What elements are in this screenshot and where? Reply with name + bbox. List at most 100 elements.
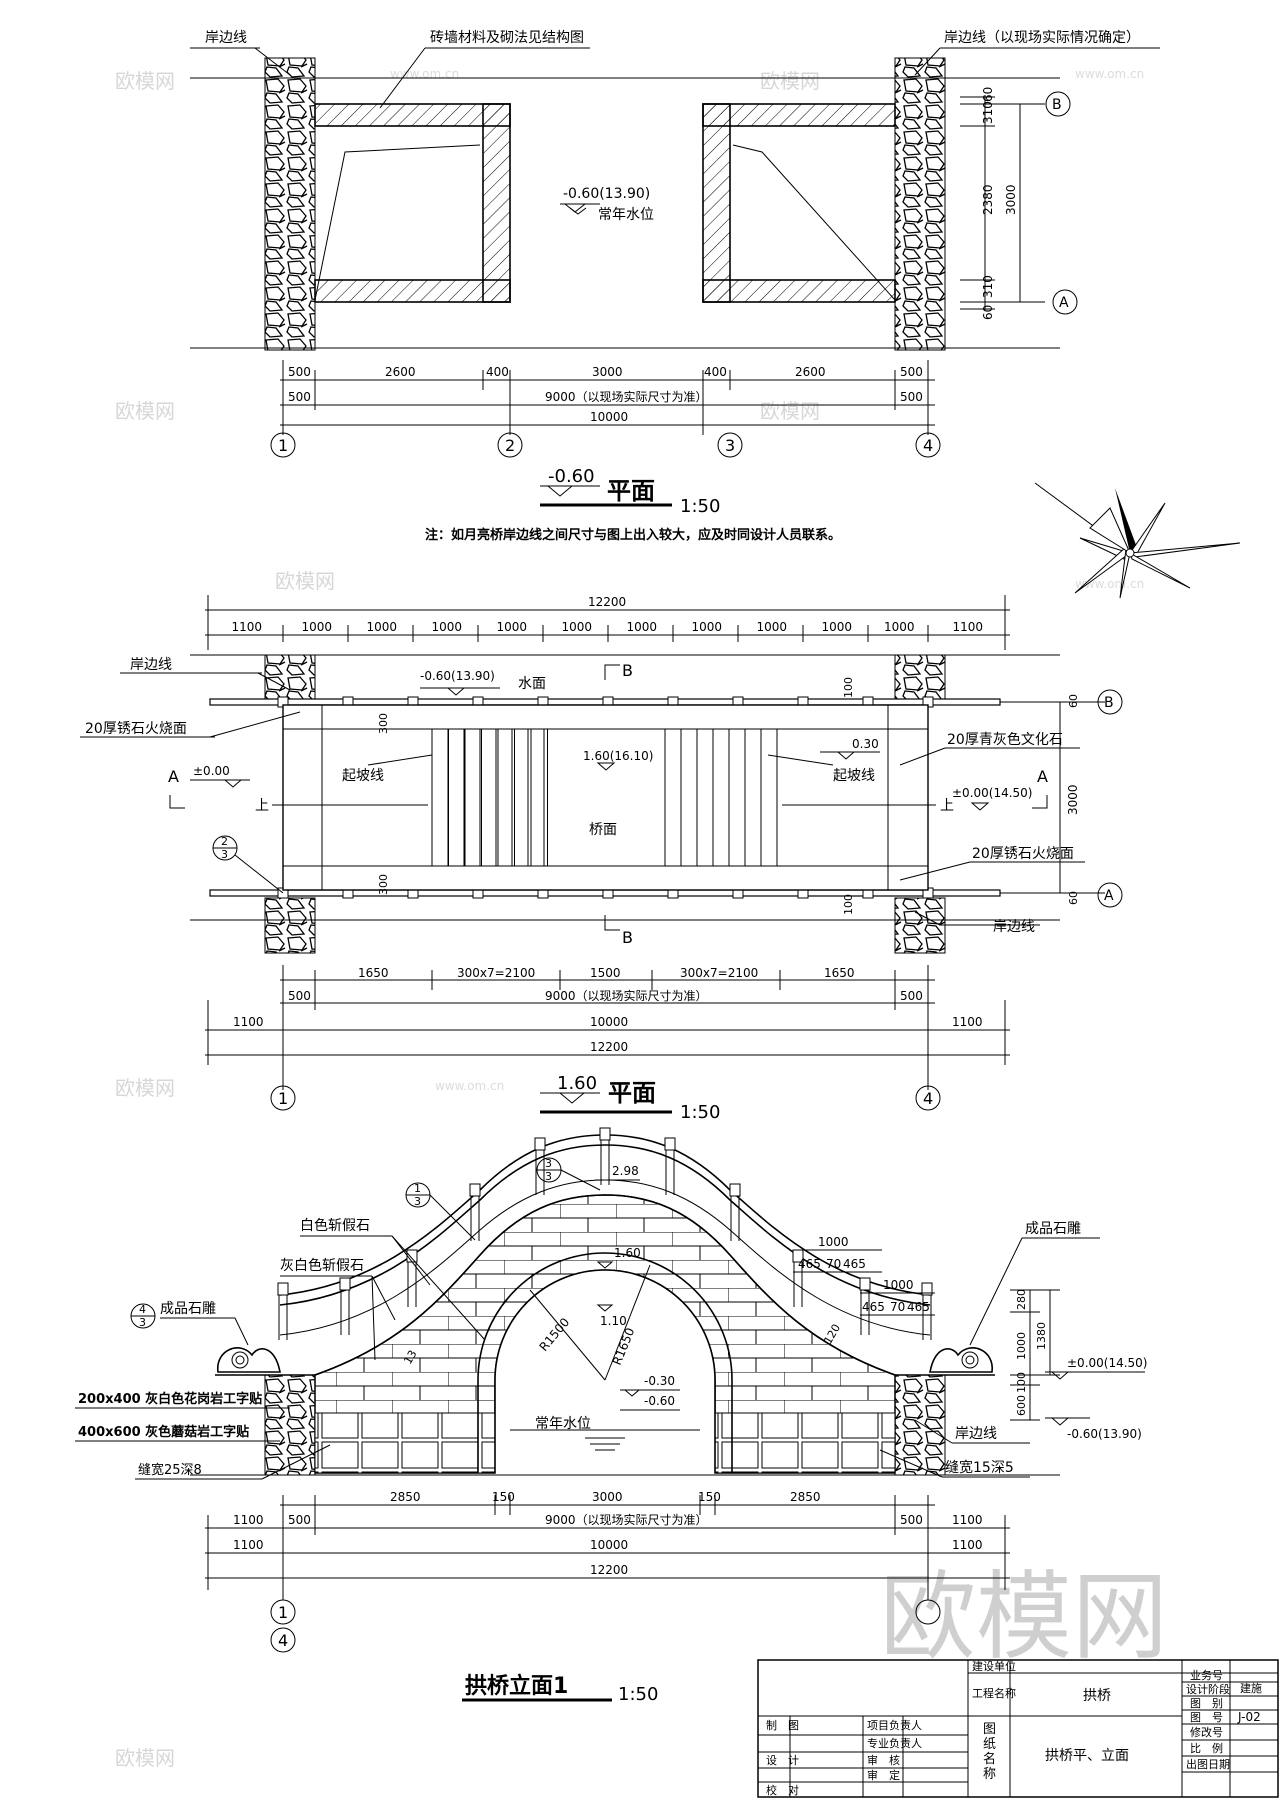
role-label: 专业负责人	[867, 1736, 922, 1750]
dim-text: 1000	[627, 620, 658, 634]
label-water-name: 常年水位	[535, 1416, 591, 1432]
dim-text: 100	[1015, 1372, 1028, 1393]
plan-water-title: -0.60 平面 1:50 注：如月亮桥岸边线之间尺寸与图上出入较大，应及时同设…	[425, 466, 841, 543]
watermark-site: www.om.cn	[1075, 67, 1144, 81]
dim-text: 300x7=2100	[457, 966, 535, 980]
dim-text: 60	[981, 87, 995, 102]
grid-label: A	[1104, 888, 1114, 904]
dim-text: 1000	[883, 1278, 914, 1292]
dim-text: 2600	[385, 365, 416, 379]
role-label: 制 图	[766, 1719, 799, 1732]
post-cap	[729, 1183, 741, 1197]
rubble-bank-right	[894, 57, 946, 351]
dim-text: 300	[377, 713, 390, 734]
role-label: 校 对	[766, 1783, 799, 1797]
label-level: -0.60(13.90)	[1067, 1427, 1142, 1441]
dim-text: 1000	[562, 620, 593, 634]
label-bank-line: 岸边线	[205, 30, 247, 46]
label-level: 0.30	[852, 737, 879, 751]
dim-text: 500	[288, 365, 311, 379]
watermark-layer: 欧模网 www.om.cn 欧模网 www.om.cn 欧模网 欧模网 欧模网 …	[115, 67, 1168, 1770]
role-label: 项目负责人	[867, 1718, 922, 1732]
dim-text: 100	[842, 677, 855, 698]
rubble-bank-left	[264, 57, 316, 351]
dim-text: 9000（以现场实际尺寸为准）	[545, 1512, 708, 1527]
label-level: -0.30	[644, 1374, 675, 1388]
section-marker: B	[622, 928, 633, 947]
dim-text: 1100	[232, 620, 263, 634]
label-stone-finish: 20厚锈石火烧面	[85, 721, 187, 737]
dim-text: 1650	[358, 966, 389, 980]
label-joint: 缝宽25深8	[138, 1462, 202, 1478]
dim-text: 60	[1067, 891, 1080, 905]
watermark-text: 欧模网	[760, 399, 820, 423]
dim-text: 2380	[981, 184, 995, 215]
dim-text: 500	[288, 1513, 311, 1527]
watermark-site: www.om.cn	[390, 67, 459, 81]
dim-text: 1100	[953, 620, 984, 634]
post-cap	[534, 1137, 546, 1151]
dim-text: 3000	[592, 1490, 623, 1504]
dim-text: 500	[900, 989, 923, 1003]
axis-label: 4	[923, 1089, 933, 1108]
label-stone-finish: 20厚青灰色文化石	[947, 731, 1063, 748]
label-water-level: -0.60(13.90)	[563, 186, 650, 202]
dim-text: 400	[486, 365, 509, 379]
view-scale: 1:50	[680, 1102, 720, 1123]
dim-text: 1000	[822, 620, 853, 634]
dim-text: 1100	[233, 1015, 264, 1029]
field-label: 建设单位	[972, 1659, 1016, 1673]
view-scale: 1:50	[680, 496, 720, 517]
axis-label: 3	[725, 436, 735, 455]
title-level: -0.60	[548, 466, 595, 487]
label-level: 1.60	[614, 1246, 641, 1260]
dim-text: 465	[843, 1257, 866, 1271]
label-slope-line: 起坡线	[342, 768, 384, 784]
label-water-level: -0.60(13.90)	[420, 669, 495, 683]
detail-ref: 3	[221, 848, 228, 861]
label-slope-line: 起坡线	[833, 768, 875, 784]
dim-text: 1000	[497, 620, 528, 634]
bridge-deck-line	[215, 1194, 995, 1376]
dim-text: 9000（以现场实际尺寸为准）	[545, 389, 708, 404]
watermark-text: 欧模网	[115, 69, 175, 93]
dim-text: 1000	[367, 620, 398, 634]
north-arrow-icon	[1034, 482, 1241, 599]
dim-text: 1100	[952, 1513, 983, 1527]
plan-water-level: 岸边线 砖墙材料及砌法见结构图 岸边线（以现场实际情况确定） -0.60(13.…	[190, 30, 1160, 543]
field-label: 出图日期	[1186, 1757, 1230, 1771]
deck-bottom-dims: 1650 300x7=2100 1500 300x7=2100 1650 500…	[205, 965, 1010, 1111]
label-carving: 成品石雕	[160, 1301, 216, 1317]
dim-text: 3000	[1004, 184, 1018, 215]
watermark-text: 欧模网	[760, 69, 820, 93]
field-label: 图	[983, 1722, 996, 1737]
label-up: 上	[255, 798, 269, 814]
dim-text: 13	[401, 1348, 419, 1367]
dim-text: 1000	[884, 620, 915, 634]
view-title: 拱桥立面1	[465, 1673, 568, 1699]
dim-text: 1000	[432, 620, 463, 634]
field-label: 名	[983, 1751, 996, 1767]
plan-water-right-dims: 60 310 2380 3000 310 60 B A	[960, 87, 1078, 320]
label-bank-line: 岸边线	[993, 919, 1035, 935]
dim-text: 465	[862, 1300, 885, 1314]
role-label: 审 定	[867, 1768, 900, 1782]
label-carving: 成品石雕	[1025, 1221, 1081, 1237]
abutment-right	[702, 103, 896, 303]
dim-text: 465	[907, 1300, 930, 1314]
dim-text: 150	[698, 1490, 721, 1504]
section-marker: A	[1037, 767, 1048, 786]
dim-text: 60	[981, 305, 995, 320]
field-label: 纸	[983, 1737, 996, 1752]
view-title: 平面	[607, 477, 655, 505]
dim-text: 10000	[590, 410, 628, 424]
arch-opening	[494, 1269, 716, 1473]
view-title: 平面	[608, 1079, 656, 1107]
arch-bridge-elevation: 常年水位 白色斩假石 灰白色斩假石 成品石雕 4 3 200x400 灰白色花岗…	[75, 1127, 1148, 1705]
dim-text: 500	[900, 1513, 923, 1527]
dim-text: 150	[492, 1490, 515, 1504]
post-cap	[599, 1127, 611, 1141]
detail-ref: 3	[139, 1316, 146, 1329]
